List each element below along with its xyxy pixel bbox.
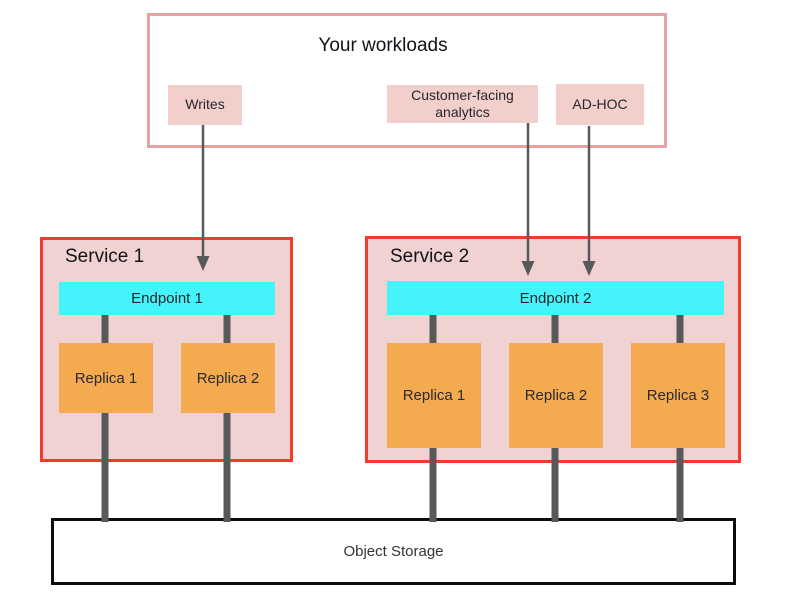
workload-writes-box: Writes bbox=[168, 85, 242, 125]
service-1-endpoint-bar: Endpoint 1 bbox=[59, 282, 275, 315]
service-1-replica-2-box: Replica 2 bbox=[181, 343, 275, 413]
your-workloads-title: Your workloads bbox=[318, 35, 448, 56]
object-storage-box: Object Storage bbox=[51, 518, 736, 585]
workload-ad-hoc-box: AD-HOC bbox=[556, 84, 644, 125]
your-workloads-box bbox=[147, 13, 667, 148]
workload-customer-facing-analytics-box: Customer-facing analytics bbox=[387, 85, 538, 123]
service-2-replica-1-box: Replica 1 bbox=[387, 343, 481, 448]
service-1-title: Service 1 bbox=[65, 246, 145, 267]
service-2-title: Service 2 bbox=[390, 246, 470, 267]
service-2-endpoint-bar: Endpoint 2 bbox=[387, 281, 724, 315]
service-1-replica-1-box: Replica 1 bbox=[59, 343, 153, 413]
service-2-replica-2-box: Replica 2 bbox=[509, 343, 603, 448]
service-2-replica-3-box: Replica 3 bbox=[631, 343, 725, 448]
